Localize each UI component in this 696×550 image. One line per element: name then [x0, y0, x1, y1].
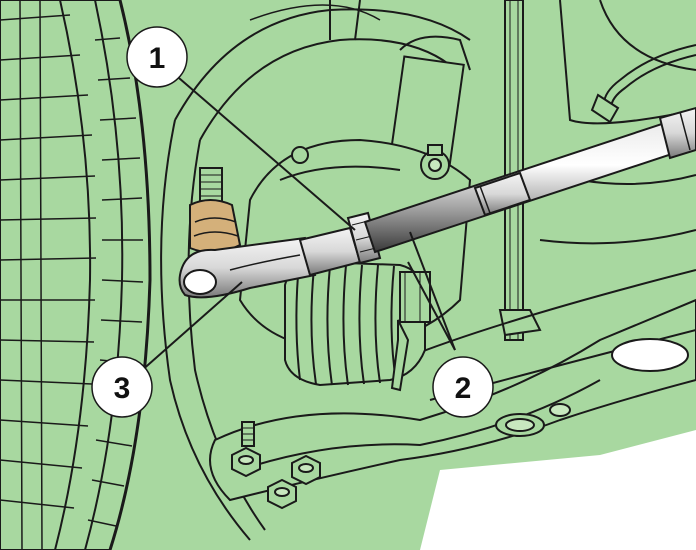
tie-rod-end	[178, 236, 317, 299]
tie-rod-locknut	[298, 211, 382, 277]
callout-3-label: 3	[114, 372, 131, 405]
callout-1: 1	[126, 26, 188, 88]
tie-rod	[363, 106, 696, 254]
white-cutout	[420, 430, 696, 550]
ball-joint-nuts	[231, 421, 321, 510]
callout-2-label: 2	[455, 372, 472, 405]
callout-1-label: 1	[149, 42, 166, 75]
brake-disc	[160, 4, 471, 541]
callout-3: 3	[91, 356, 153, 418]
tie-rod-end-boot	[189, 167, 242, 254]
sensor-wire	[590, 44, 696, 124]
tire	[0, 0, 152, 550]
callout-2: 2	[432, 356, 494, 418]
leader-lines	[139, 71, 456, 373]
steering-boot	[284, 260, 431, 392]
